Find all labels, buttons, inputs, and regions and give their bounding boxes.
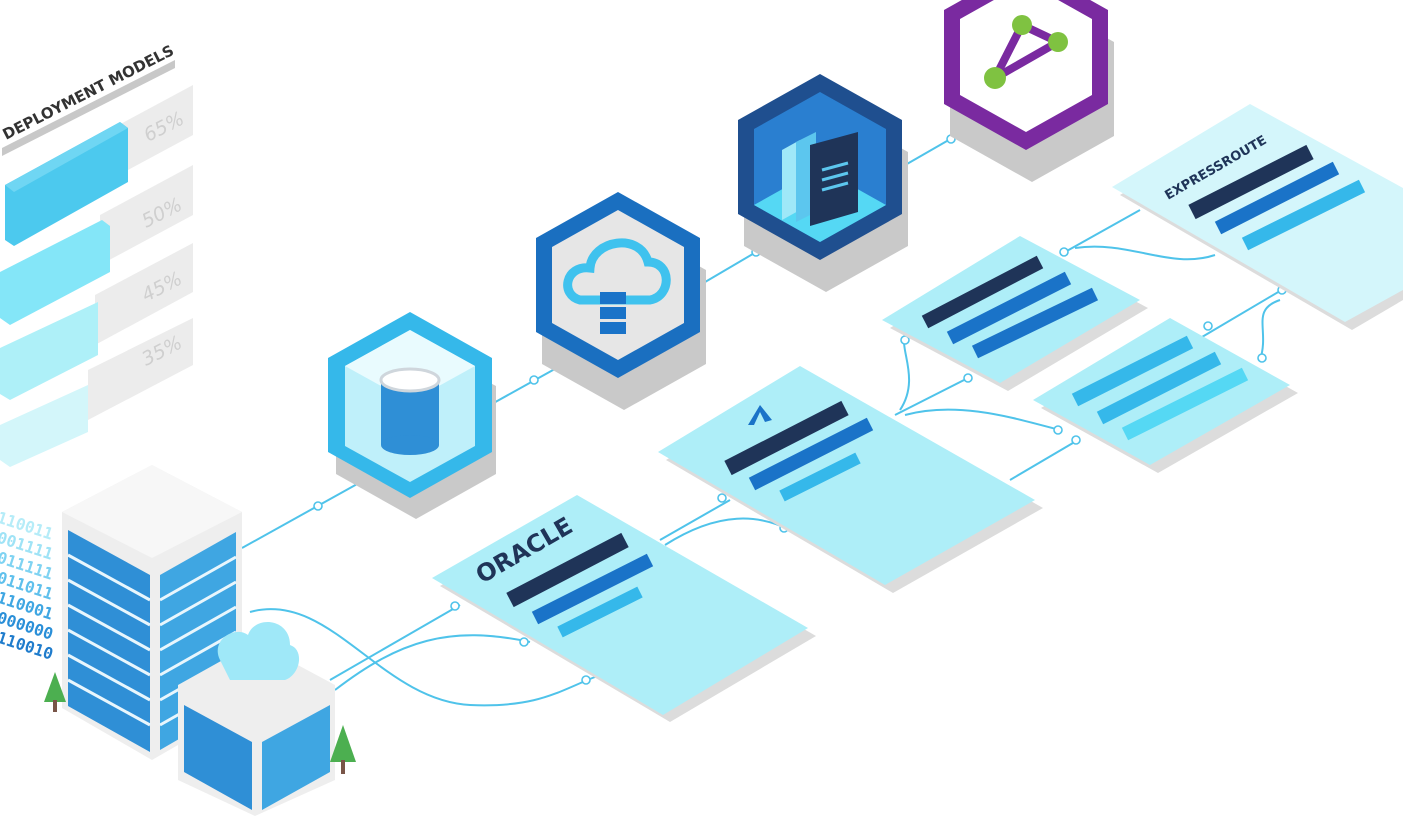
database-icon [379,367,441,455]
expressroute-panel: EXPRESSROUTE [1112,104,1403,330]
service-panel-lower [1033,318,1298,473]
cloud-office-building [178,622,335,816]
bar-50 [0,220,110,325]
bar-top [5,122,128,192]
network-nodes-icon [984,15,1068,89]
documents-icon [782,132,858,226]
cloud-icon [217,622,300,680]
tree-icon [44,672,356,774]
bar-65 [5,122,128,246]
database-hex [328,312,496,519]
cloud-server-hex [536,192,706,410]
azure-logo-icon [748,405,772,425]
binary-stream: 110011 001111 011111 011011 110001 00000… [0,508,56,664]
oracle-panel: ORACLE [432,495,816,722]
bar-35 [0,385,88,467]
service-panel-upper [882,236,1148,391]
cloud-server-icon [563,238,671,334]
deployment-models-chart: DEPLOYMENT MODELS 65% 50% 45% 35% [0,41,193,467]
bar-track [95,243,193,345]
documents-hex [738,74,908,292]
bar-track [88,318,193,420]
bar-track [100,165,193,265]
bar-45 [0,302,98,400]
title-underline [2,60,175,156]
network-hex [944,0,1114,182]
azure-panel [658,366,1043,593]
